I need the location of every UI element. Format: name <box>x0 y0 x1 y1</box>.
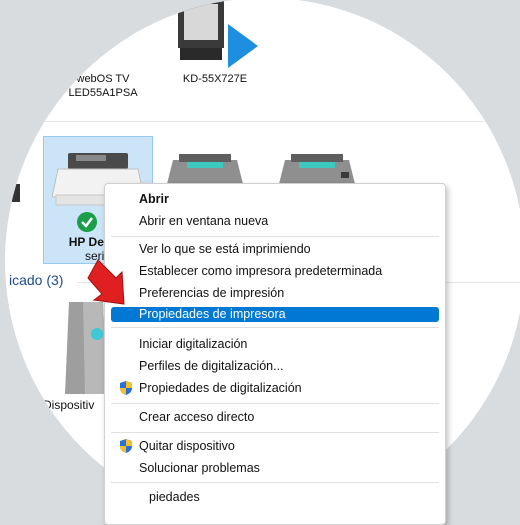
menu-item-label: Propiedades de impresora <box>139 307 286 321</box>
tv-label-line2: LED55A1PSA <box>68 87 138 99</box>
menu-item-properties[interactable]: piedades <box>111 488 439 506</box>
tv-label-line1: webOS TV <box>76 73 130 85</box>
menu-item-scan-properties[interactable]: Propiedades de digitalización <box>111 379 439 397</box>
menu-item-set-default[interactable]: Establecer como impresora predeterminada <box>111 262 439 280</box>
menu-item-label: Quitar dispositivo <box>139 439 235 453</box>
printer-icon <box>279 154 355 184</box>
menu-item-open[interactable]: Abrir <box>111 190 439 208</box>
menu-item-label: Preferencias de impresión <box>139 286 285 300</box>
menu-item-start-scan[interactable]: Iniciar digitalización <box>111 335 439 353</box>
menu-item-label: Crear acceso directo <box>139 410 255 424</box>
divider <box>5 121 520 122</box>
device-label: Dispositiv <box>43 398 95 412</box>
pointer-arrow-icon <box>87 259 125 305</box>
menu-item-label: Solucionar problemas <box>139 461 260 475</box>
menu-item-print-preferences[interactable]: Preferencias de impresión <box>111 284 439 302</box>
menu-item-label: Ver lo que se está imprimiendo <box>139 242 311 256</box>
context-menu: Abrir Abrir en ventana nueva Ver lo que … <box>104 183 446 525</box>
menu-item-open-new-window[interactable]: Abrir en ventana nueva <box>111 212 439 230</box>
check-icon <box>77 212 97 232</box>
menu-item-see-printing[interactable]: Ver lo que se está imprimiendo <box>111 240 439 258</box>
menu-separator <box>111 482 439 483</box>
menu-separator <box>111 403 439 404</box>
menu-separator <box>111 432 439 433</box>
shield-icon <box>120 381 132 395</box>
shield-icon <box>120 439 132 453</box>
printer-icon <box>167 154 243 184</box>
menu-separator <box>111 327 439 328</box>
menu-item-label: Iniciar digitalización <box>139 337 248 351</box>
menu-item-remove-device[interactable]: Quitar dispositivo <box>111 437 439 455</box>
tv-label: KD-55X727E <box>182 73 248 85</box>
menu-item-scan-profiles[interactable]: Perfiles de digitalización... <box>111 357 439 375</box>
section-label: icado (3) <box>9 272 64 288</box>
device-icon <box>65 302 107 394</box>
menu-item-printer-properties[interactable]: Propiedades de impresora <box>111 307 439 322</box>
menu-item-troubleshoot[interactable]: Solucionar problemas <box>111 459 439 477</box>
menu-item-label: piedades <box>149 490 200 504</box>
menu-item-label: Abrir en ventana nueva <box>139 214 269 228</box>
menu-separator <box>111 236 439 237</box>
menu-item-label: Perfiles de digitalización... <box>139 359 284 373</box>
menu-item-label: Propiedades de digitalización <box>139 381 302 395</box>
menu-item-create-shortcut[interactable]: Crear acceso directo <box>111 408 439 426</box>
partial-device-icon <box>12 184 20 202</box>
tv-device-icon <box>178 0 258 68</box>
menu-item-label: Abrir <box>139 192 169 206</box>
menu-item-label: Establecer como impresora predeterminada <box>139 264 383 278</box>
